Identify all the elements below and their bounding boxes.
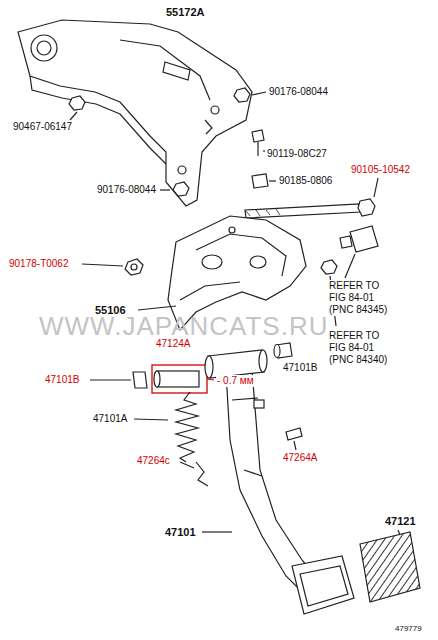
part-number: 47101A <box>92 413 128 425</box>
dimension: - 0.7 мм <box>216 375 255 387</box>
watermark: WWW.JAPANCATS.RU <box>38 312 329 340</box>
part-number: 47101B <box>44 374 80 386</box>
fasteners <box>69 88 276 196</box>
reference-note: REFER TO FIG 84-01 (PNC 84345) <box>328 280 392 316</box>
return-spring <box>134 392 198 462</box>
part-number: 90119-08C27 <box>266 148 328 160</box>
part-number: 47101 <box>164 526 197 539</box>
nut <box>82 259 143 275</box>
part-number: 47124A <box>155 338 191 350</box>
part-number: 90176-08044 <box>96 184 157 196</box>
bushing <box>90 343 292 393</box>
part-number: 90105-10542 <box>350 164 411 176</box>
part-number: 55106 <box>94 304 127 317</box>
support-bracket <box>18 20 252 206</box>
reference-note: REFER TO FIG 84-01 (PNC 84340) <box>328 330 392 366</box>
part-number: 90467-06147 <box>12 121 73 133</box>
pedal-pad <box>360 530 420 602</box>
part-number: 90176-08044 <box>268 86 329 98</box>
part-number: 47264A <box>282 452 318 464</box>
part-number: 47101B <box>282 362 318 374</box>
part-number: 90185-0806 <box>278 175 333 187</box>
part-number: 47264c <box>136 455 171 467</box>
pedal-arm <box>202 350 354 614</box>
part-number: 47121 <box>384 515 417 528</box>
figure-number: 479779 <box>394 624 423 634</box>
part-number: 90178-T0062 <box>8 258 70 270</box>
part-number: 55172A <box>165 6 206 19</box>
